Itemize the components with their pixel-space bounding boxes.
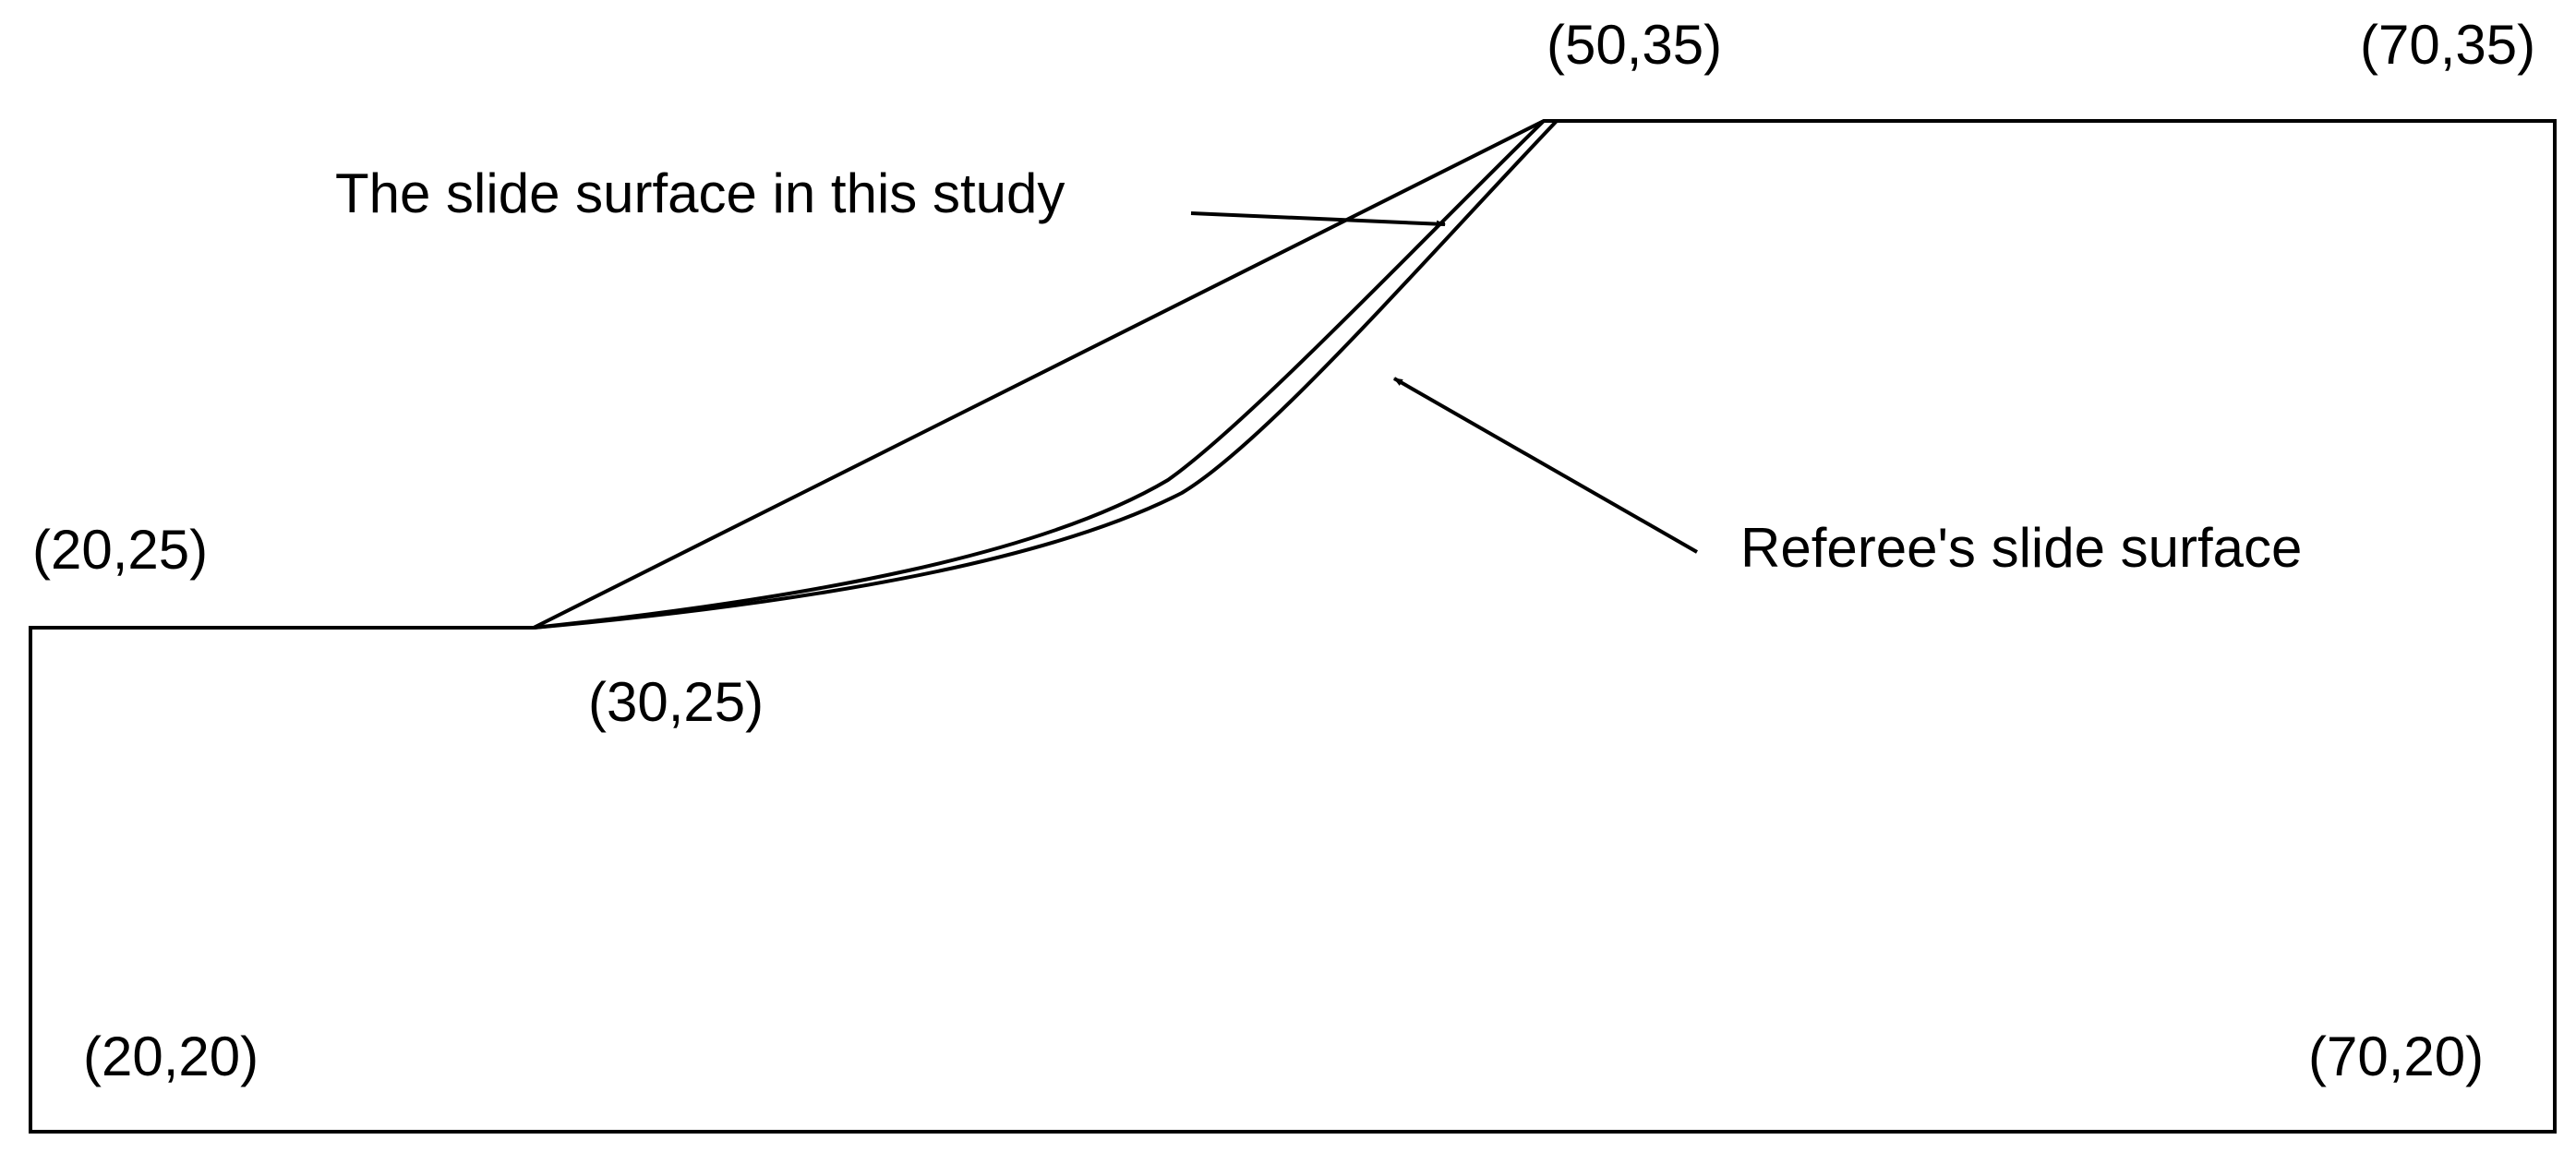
label-left-top: (20,25) — [32, 519, 208, 581]
referee-surface-arrow — [1393, 377, 1698, 554]
label-right-top: (70,35) — [2360, 14, 2535, 76]
study-surface-label: The slide surface in this study — [335, 162, 1065, 224]
label-crest: (50,35) — [1547, 14, 1722, 76]
referee-slide-surface — [533, 119, 1559, 630]
slope-boundary — [29, 119, 2557, 1134]
referee-surface-label: Referee's slide surface — [1740, 517, 2302, 579]
label-left-bottom: (20,20) — [83, 1026, 259, 1087]
study-surface-arrow — [1190, 211, 1446, 228]
label-right-bottom: (70,20) — [2308, 1026, 2484, 1087]
study-slide-surface — [533, 119, 1546, 630]
label-slope-toe: (30,25) — [588, 671, 764, 733]
